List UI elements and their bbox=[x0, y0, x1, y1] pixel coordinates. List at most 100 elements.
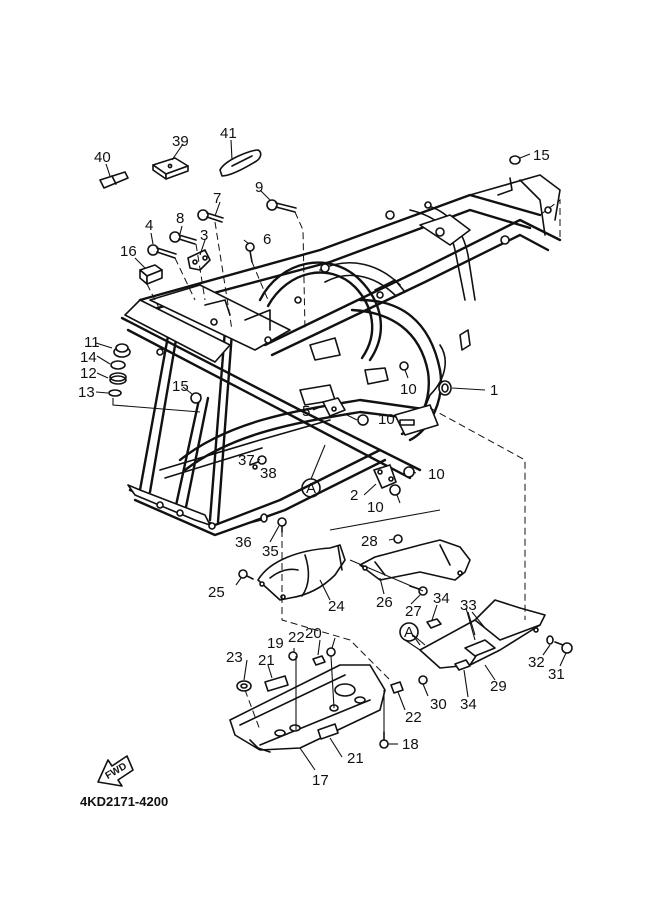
part-16-block bbox=[139, 264, 163, 285]
callout-21b: 21 bbox=[347, 750, 364, 767]
callout-26: 26 bbox=[376, 594, 393, 611]
part-21b-block bbox=[317, 723, 339, 740]
callout-27: 27 bbox=[405, 603, 422, 620]
part-32-washer bbox=[546, 635, 554, 645]
part-30-bolt bbox=[418, 675, 428, 685]
callout-36: 36 bbox=[235, 534, 252, 551]
part-40-clip bbox=[99, 171, 129, 189]
callout-20: 20 bbox=[305, 625, 322, 642]
callout-24: 24 bbox=[328, 598, 345, 615]
callout-1: 1 bbox=[490, 382, 498, 399]
part-8-bolt bbox=[169, 231, 197, 245]
part-39-pad bbox=[152, 157, 189, 180]
callout-34b: 34 bbox=[460, 696, 477, 713]
part-41-cover bbox=[219, 149, 262, 177]
callout-11: 11 bbox=[84, 334, 100, 351]
callout-34a: 34 bbox=[433, 590, 450, 607]
callout-17: 17 bbox=[312, 772, 329, 789]
part-28-nut bbox=[393, 534, 403, 544]
callout-32: 32 bbox=[528, 654, 545, 671]
callout-18: 18 bbox=[402, 736, 419, 753]
part-18-bolt bbox=[379, 731, 389, 749]
part-code: 4KD2171-4200 bbox=[80, 794, 168, 809]
part-24-guard bbox=[257, 544, 346, 601]
callout-35: 35 bbox=[262, 543, 279, 560]
callout-2: 2 bbox=[350, 487, 358, 504]
callout-22a: 22 bbox=[288, 629, 305, 646]
part-4-bolt bbox=[147, 244, 177, 259]
part-10-nuts bbox=[357, 361, 415, 496]
callout-37: 37 bbox=[238, 452, 255, 469]
part-23-grommet bbox=[236, 680, 252, 692]
part-7-bolt bbox=[197, 209, 224, 223]
part-9-bolt bbox=[266, 199, 297, 213]
callout-10a: 10 bbox=[400, 381, 417, 398]
part-22a-block bbox=[312, 655, 326, 666]
callout-15b: 15 bbox=[172, 378, 189, 395]
callout-10b: 10 bbox=[378, 411, 395, 428]
leader-lines bbox=[112, 199, 561, 732]
part-31-bolt bbox=[554, 641, 573, 654]
reference-marker-a: A bbox=[301, 444, 326, 498]
callout-19: 19 bbox=[267, 635, 284, 652]
part-34a-pad bbox=[426, 618, 442, 629]
part-13-nut bbox=[108, 389, 122, 397]
callout-29: 29 bbox=[490, 678, 507, 695]
callout-41: 41 bbox=[220, 125, 237, 142]
part-33-pads bbox=[467, 611, 486, 636]
callout-7: 7 bbox=[213, 190, 221, 207]
callout-13: 13 bbox=[78, 384, 95, 401]
part-6-bolt bbox=[245, 242, 255, 263]
part-35-bolt bbox=[277, 517, 287, 533]
part-14-washer bbox=[110, 360, 126, 370]
callout-31: 31 bbox=[548, 666, 565, 683]
reference-marker-a-2: A bbox=[399, 622, 421, 651]
part-29-skid-plate bbox=[419, 599, 546, 669]
callout-6: 6 bbox=[263, 231, 271, 248]
callout-labels: 1 2 3 4 5 6 7 8 9 10 10 10 10 11 12 13 1… bbox=[78, 125, 565, 789]
callout-40: 40 bbox=[94, 149, 111, 166]
callout-10c: 10 bbox=[428, 466, 445, 483]
forward-arrow-icon: FWD bbox=[97, 755, 134, 787]
part-27-bolt bbox=[409, 585, 428, 596]
callout-33: 33 bbox=[460, 597, 477, 614]
callout-23: 23 bbox=[226, 649, 243, 666]
callout-9: 9 bbox=[255, 179, 263, 196]
part-2-plate bbox=[373, 464, 397, 489]
part-26-guard bbox=[359, 539, 471, 581]
callout-25: 25 bbox=[208, 584, 225, 601]
main-frame bbox=[120, 174, 562, 537]
callout-5: 5 bbox=[302, 403, 310, 420]
callout-3: 3 bbox=[200, 227, 208, 244]
callout-14: 14 bbox=[80, 349, 97, 366]
callout-8: 8 bbox=[176, 210, 184, 227]
part-34b-pad bbox=[454, 659, 471, 671]
part-38-washer bbox=[252, 464, 258, 470]
part-15b-collar bbox=[190, 392, 202, 404]
callout-22b: 22 bbox=[405, 709, 422, 726]
part-37-bolt bbox=[249, 455, 267, 466]
callout-15a: 15 bbox=[533, 147, 550, 164]
callout-12: 12 bbox=[80, 365, 97, 382]
part-15a-collar bbox=[509, 155, 521, 165]
part-12-collar bbox=[109, 372, 127, 385]
callout-39: 39 bbox=[172, 133, 189, 150]
part-36-washer bbox=[260, 513, 268, 523]
part-17-under-plate bbox=[229, 664, 386, 753]
part-19-plug bbox=[288, 651, 298, 661]
part-11-grommet bbox=[113, 343, 131, 358]
svg-text:A: A bbox=[306, 480, 316, 497]
part-20-plug bbox=[326, 647, 336, 657]
callout-21a: 21 bbox=[258, 652, 275, 669]
callout-28: 28 bbox=[361, 533, 378, 550]
callout-30: 30 bbox=[430, 696, 447, 713]
callout-leaders bbox=[95, 139, 567, 771]
callout-16: 16 bbox=[120, 243, 137, 260]
part-25-bolt bbox=[238, 569, 254, 580]
part-5-plate bbox=[322, 397, 346, 417]
part-22b-block bbox=[390, 681, 404, 694]
svg-text:A: A bbox=[404, 624, 414, 641]
callout-4: 4 bbox=[145, 217, 153, 234]
callout-38: 38 bbox=[260, 465, 277, 482]
